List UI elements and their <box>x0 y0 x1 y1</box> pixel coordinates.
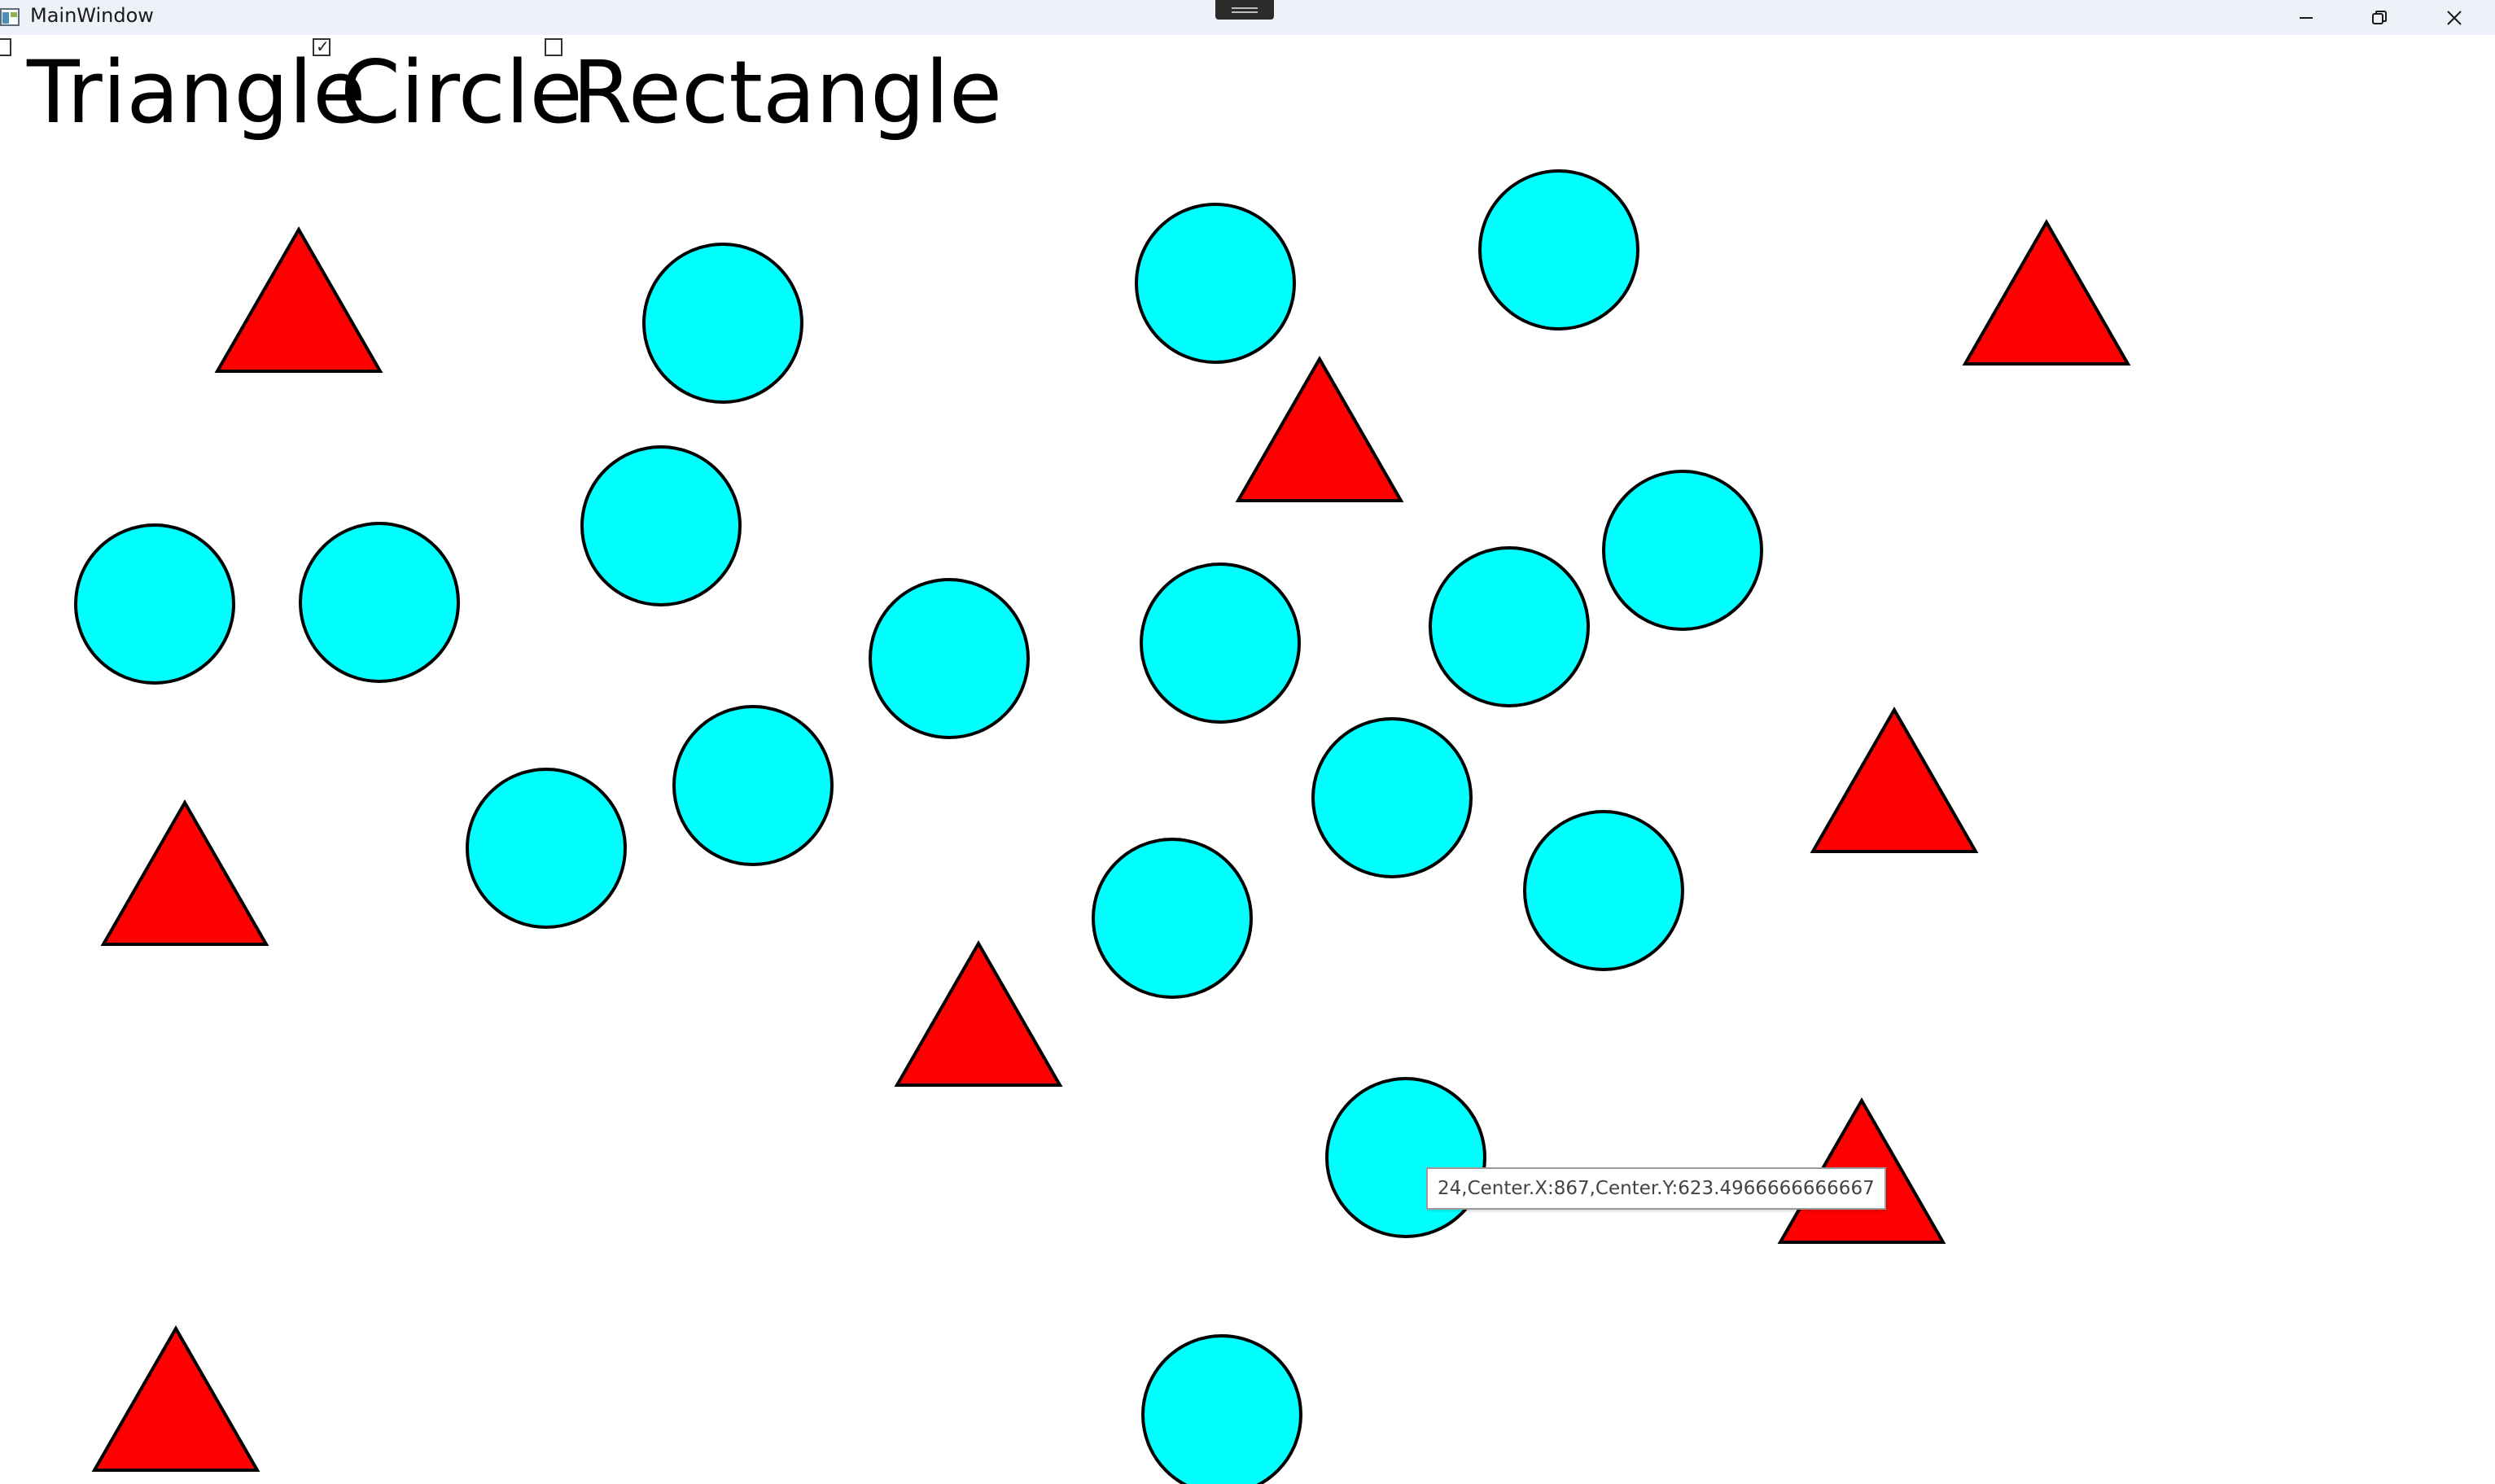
circle-shape[interactable] <box>1140 563 1301 724</box>
close-icon <box>2447 10 2462 25</box>
circle-shape[interactable] <box>1325 1077 1486 1238</box>
triangle-shape[interactable] <box>91 1324 260 1472</box>
restore-button[interactable] <box>2343 0 2416 35</box>
circle-shape[interactable] <box>1092 838 1253 999</box>
triangle-shape[interactable] <box>100 799 269 946</box>
circle-shape[interactable] <box>1135 203 1296 364</box>
triangle-shape[interactable] <box>1962 218 2131 366</box>
triangle-label[interactable]: Triangle <box>27 42 366 142</box>
triangle-shape[interactable] <box>894 939 1063 1087</box>
checkmark-icon: ✓ <box>316 37 330 56</box>
minimize-icon <box>2300 16 2313 19</box>
circle-shape[interactable] <box>1602 470 1763 631</box>
window-title: MainWindow <box>30 4 154 27</box>
circle-shape[interactable] <box>1141 1334 1302 1484</box>
circles-layer <box>74 169 1763 1484</box>
circle-shape[interactable] <box>1311 717 1473 878</box>
triangle-shape[interactable] <box>214 225 383 373</box>
circle-shape[interactable] <box>580 445 742 606</box>
circle-shape[interactable] <box>466 768 627 929</box>
triangles-layer <box>91 218 2131 1472</box>
drag-grip-handle[interactable] <box>1215 0 1274 20</box>
circle-shape[interactable] <box>74 523 235 685</box>
restore-icon <box>2372 10 2387 24</box>
circle-shape[interactable] <box>1523 810 1684 971</box>
circle-shape[interactable] <box>1478 169 1639 331</box>
circle-label[interactable]: Circle <box>340 42 583 142</box>
triangle-checkbox[interactable] <box>0 38 11 56</box>
circle-shape[interactable] <box>299 522 460 683</box>
triangle-shape[interactable] <box>1235 355 1404 502</box>
circle-checkbox[interactable]: ✓ <box>313 37 330 56</box>
minimize-button[interactable] <box>2270 0 2343 35</box>
shape-info-tooltip: 24,Center.X:867,Center.Y:623.49666666666… <box>1426 1167 1886 1210</box>
rectangle-label[interactable]: Rectangle <box>572 42 1003 142</box>
circle-shape[interactable] <box>672 705 834 866</box>
circle-shape[interactable] <box>642 243 803 404</box>
close-button[interactable] <box>2418 0 2491 35</box>
circle-shape[interactable] <box>1429 546 1590 707</box>
circle-shape[interactable] <box>869 578 1030 739</box>
title-bar[interactable]: MainWindow <box>0 0 2495 35</box>
rectangle-checkbox[interactable] <box>545 38 562 56</box>
triangle-shape[interactable] <box>1810 706 1979 853</box>
app-icon <box>0 8 20 26</box>
